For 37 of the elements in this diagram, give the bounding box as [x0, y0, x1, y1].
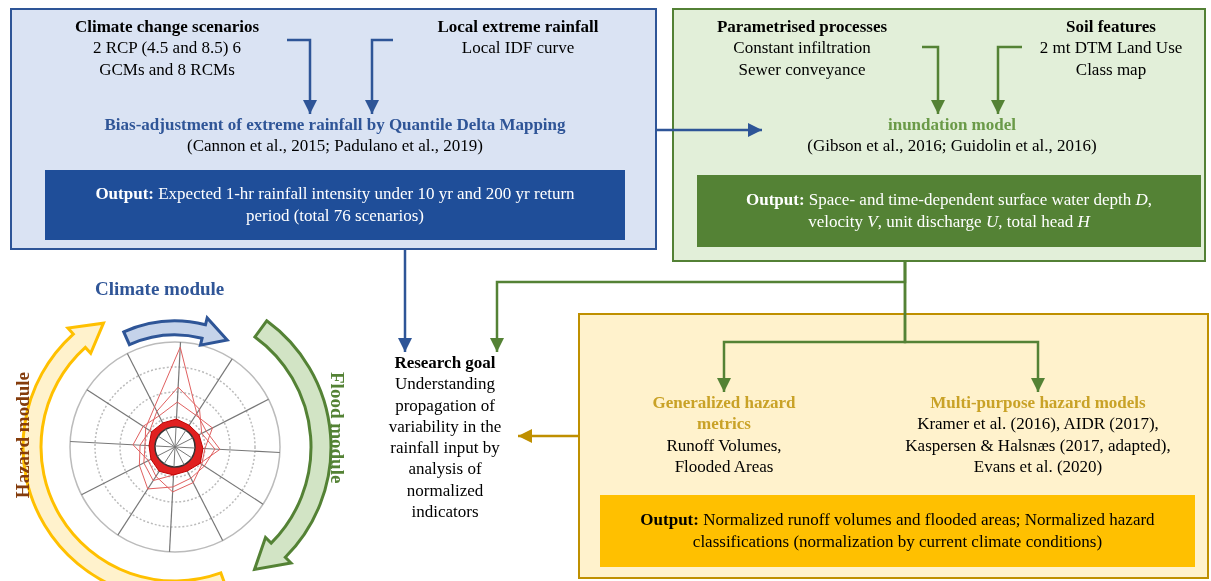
block-description: (Gibson et al., 2016; Guidolin et al., 2016): [806, 135, 1098, 157]
block-heading: Research goal: [393, 352, 497, 374]
block-description: Kramer et al. (2016), AIDR (2017), Kaspersen & Halsnæs (2017, adapted), Evans et al. (2020): [904, 413, 1172, 477]
arrow: [287, 38, 317, 114]
arrow: [365, 38, 393, 114]
block-description: 2 RCP (4.5 and 8.5) 6 GCMs and 8 RCMs: [91, 37, 243, 80]
module-panel: [672, 8, 1206, 262]
block-heading: Parametrised processes: [715, 16, 889, 38]
arrow: [903, 262, 1045, 392]
output-panel: [697, 175, 1201, 247]
module-panel: [10, 8, 657, 250]
output-text: Output: Space- and time-dependent surface water depth D, velocity V, unit discharge U, total head H: [745, 188, 1153, 233]
block-heading: Multi-purpose hazard models: [929, 392, 1147, 414]
output-panel: [45, 170, 625, 240]
arrow: [398, 250, 412, 352]
arrow: [657, 123, 762, 137]
block-heading: Climate change scenarios: [73, 16, 261, 38]
block-heading: Generalized hazard metrics: [651, 392, 797, 435]
block-description: 2 mt DTM Land Use Class map: [1038, 37, 1184, 80]
block-heading: inundation model: [887, 114, 1017, 136]
arrow: [922, 45, 945, 114]
block-heading: Local extreme rainfall: [436, 16, 600, 38]
module-label: Hazard module: [12, 372, 34, 499]
module-panel: [578, 313, 1209, 579]
block-heading: Bias-adjustment of extreme rainfall by Quantile Delta Mapping: [103, 114, 567, 136]
block-heading: Soil features: [1065, 16, 1157, 38]
output-text: Output: Expected 1-hr rainfall intensity under 10 yr and 200 yr return period (total 76 scenarios): [94, 182, 576, 227]
block-description: Constant infiltration Sewer conveyance: [732, 37, 872, 80]
block-description: Understanding propagation of variability in the rainfall input by analysis of normalized indicators: [387, 373, 503, 522]
block-description: Runoff Volumes, Flooded Areas: [665, 434, 783, 477]
output-text: Output: Normalized runoff volumes and flooded areas; Normalized hazard classifications (normalization by current climate conditions): [639, 508, 1156, 553]
block-description: Local IDF curve: [460, 37, 576, 59]
arrow: [991, 45, 1022, 114]
block-description: (Cannon et al., 2015; Padulano et al., 2019): [186, 135, 484, 157]
module-label: Climate module: [95, 278, 225, 300]
arrow: [518, 429, 578, 443]
output-panel: [600, 495, 1195, 567]
